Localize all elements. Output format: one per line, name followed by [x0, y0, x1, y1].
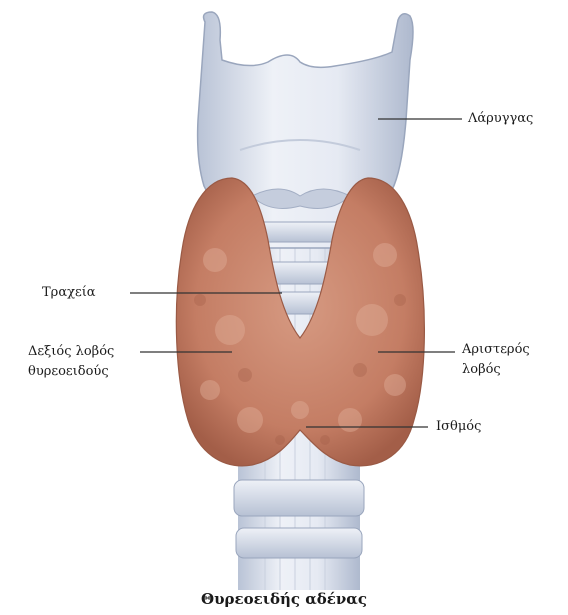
label-left-lobe-line2: λοβός [462, 361, 501, 379]
label-trachea: Τραχεία [42, 284, 96, 302]
label-left-lobe-line1: Αριστερός [462, 341, 530, 359]
diagram-caption: Θυρεοειδής αδένας [0, 590, 568, 608]
label-right-lobe-line1: Δεξιός λοβός [28, 343, 114, 361]
label-larynx: Λάρυγγας [468, 110, 533, 128]
label-isthmus: Ισθμός [436, 418, 481, 436]
label-right-lobe-line2: θυρεοειδούς [28, 363, 109, 381]
